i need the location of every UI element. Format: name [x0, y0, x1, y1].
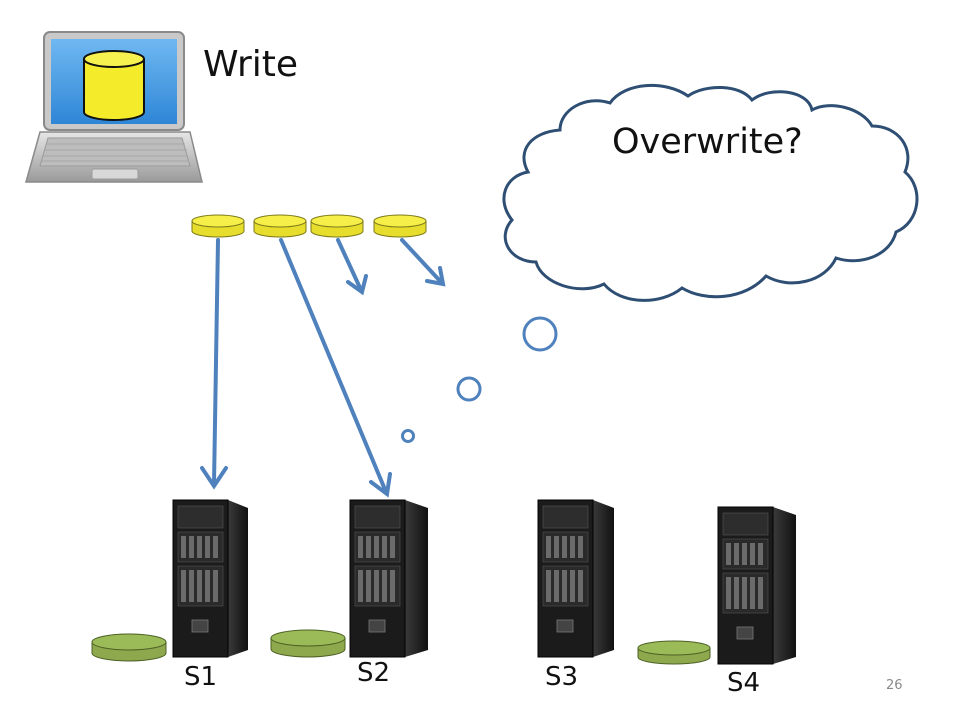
server-icon-s2 [349, 499, 428, 658]
write-arrows [200, 238, 446, 498]
thought-trail [401, 316, 558, 443]
write-disk-4 [373, 214, 427, 238]
arrow-partial-3 [336, 238, 368, 296]
server-label-s4: S4 [727, 668, 761, 698]
database-icon [83, 50, 145, 121]
write-disk-2 [253, 214, 307, 238]
server-icon-s3 [537, 499, 614, 658]
arrow-to-s2 [279, 238, 392, 498]
thought-bubble-text: Overwrite? [612, 122, 803, 162]
server-icon-s4 [717, 506, 796, 665]
server-label-s2: S2 [357, 658, 391, 688]
page-number: 26 [886, 678, 903, 693]
write-disk-1 [191, 214, 245, 238]
arrow-to-s1 [200, 238, 228, 490]
thought-cloud-icon [502, 84, 919, 302]
thought-dot-large [522, 316, 558, 352]
disk-icon-s4 [637, 640, 711, 665]
arrow-partial-4 [400, 238, 446, 287]
write-disks [191, 214, 427, 238]
thought-dot-small [401, 429, 415, 443]
slide-title: Write [203, 44, 299, 85]
server-label-s3: S3 [545, 662, 579, 692]
disk-icon-s2 [270, 629, 346, 658]
server-label-s1: S1 [184, 662, 218, 692]
write-disk-3 [310, 214, 364, 238]
disk-icon-s1 [91, 633, 167, 662]
thought-dot-medium [456, 376, 482, 402]
server-icon-s1 [172, 499, 248, 658]
